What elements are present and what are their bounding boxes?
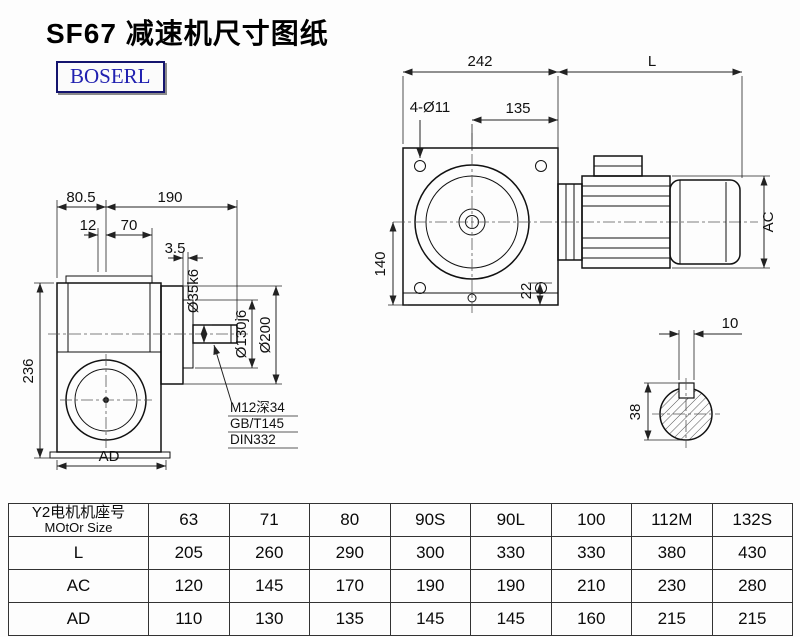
table-cell: 63 (148, 502, 230, 538)
table-cell: 260 (228, 536, 310, 571)
table-cell: 330 (470, 536, 552, 571)
table-cell: 90L (470, 502, 552, 538)
table-cell: 215 (711, 602, 793, 637)
row-label-ac: AC (8, 569, 149, 604)
table-cell: 215 (631, 602, 713, 637)
note-din-standard: DIN332 (230, 432, 276, 447)
dim-242: 242 (467, 53, 492, 70)
shaft-end-view-drawing: 10 38 (627, 315, 742, 448)
table-cell: 230 (631, 569, 713, 604)
motor-dimension-table: Y2电机机座号 MOtOr Size 63 71 80 90S 90L 100 … (8, 502, 793, 637)
table-cell: 330 (550, 536, 632, 571)
table-cell: 100 (550, 502, 632, 538)
table-cell: 190 (470, 569, 552, 604)
dim-70: 70 (121, 217, 138, 234)
note-gb-standard: GB/T145 (230, 416, 284, 431)
table-cell: 90S (389, 502, 471, 538)
dim-bolt-holes: 4-Ø11 (410, 99, 451, 116)
technical-drawing-canvas: 80.5 190 12 70 3.5 Ø35k6 Ø130j6 Ø200 236… (20, 53, 777, 470)
dim-236: 236 (20, 358, 37, 383)
table-row-motor-size: Y2电机机座号 MOtOr Size 63 71 80 90S 90L 100 … (8, 502, 793, 538)
note-thread: M12深34 (230, 400, 285, 415)
row-label-l: L (8, 536, 149, 571)
dim-38: 38 (627, 404, 644, 421)
thread-note: M12深34 GB/T145 DIN332 (228, 400, 298, 449)
dim-ad: AD (99, 448, 120, 465)
dim-140: 140 (372, 251, 389, 276)
table-cell: 190 (389, 569, 471, 604)
dim-ac: AC (760, 211, 777, 232)
table-cell: 135 (309, 602, 391, 637)
row-label-motor-size-en: MOtOr Size (44, 520, 113, 536)
dim-12: 12 (80, 217, 97, 234)
table-cell: 145 (389, 602, 471, 637)
table-row-ad: AD 110 130 135 145 145 160 215 215 (8, 602, 793, 637)
dim-22: 22 (518, 283, 535, 300)
table-cell: 170 (309, 569, 391, 604)
table-cell: 120 (148, 569, 230, 604)
dim-190: 190 (157, 189, 182, 206)
side-view-drawing: 242 L 4-Ø11 135 140 22 AC (372, 53, 777, 313)
dim-spigot-dia: Ø130j6 (233, 310, 250, 358)
table-cell: 112M (631, 502, 713, 538)
dim-flange-dia: Ø200 (257, 317, 274, 354)
table-cell: 210 (550, 569, 632, 604)
dim-shaft-dia: Ø35k6 (185, 269, 202, 313)
table-cell: 380 (631, 536, 713, 571)
table-cell: 160 (550, 602, 632, 637)
dim-135: 135 (505, 100, 530, 117)
front-view-drawing: 80.5 190 12 70 3.5 Ø35k6 Ø130j6 Ø200 236… (20, 189, 298, 470)
table-cell: 290 (309, 536, 391, 571)
dim-3-5: 3.5 (165, 240, 186, 257)
table-cell: 300 (389, 536, 471, 571)
table-cell: 80 (309, 502, 391, 538)
page-title: SF67 减速机尺寸图纸 (46, 18, 329, 49)
boserl-logo: BOSERL (56, 61, 165, 93)
table-row-ac: AC 120 145 170 190 190 210 230 280 (8, 569, 793, 604)
row-label-ad: AD (8, 602, 149, 637)
table-row-l: L 205 260 290 300 330 330 380 430 (8, 536, 793, 571)
table-cell: 71 (228, 502, 310, 538)
dim-l: L (648, 53, 656, 70)
table-cell: 145 (470, 602, 552, 637)
table-cell: 430 (711, 536, 793, 571)
dim-10: 10 (722, 315, 739, 332)
dim-80-5: 80.5 (66, 189, 95, 206)
table-cell: 130 (228, 602, 310, 637)
table-cell: 132S (711, 502, 793, 538)
table-cell: 280 (711, 569, 793, 604)
table-cell: 145 (228, 569, 310, 604)
row-label-motor-size: Y2电机机座号 MOtOr Size (8, 502, 149, 538)
table-cell: 110 (148, 602, 230, 637)
table-cell: 205 (148, 536, 230, 571)
row-label-motor-size-cn: Y2电机机座号 (31, 504, 126, 521)
